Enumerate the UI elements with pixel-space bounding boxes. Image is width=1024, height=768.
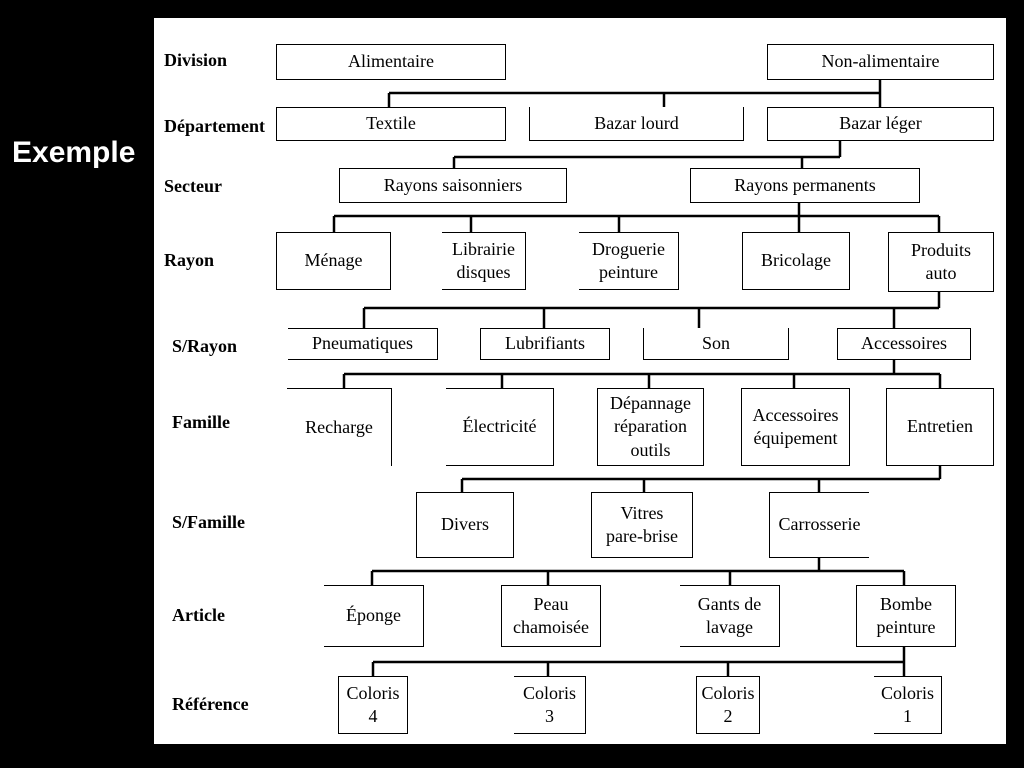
node-famille-recharge: Recharge (287, 388, 392, 466)
node-famille-depannage: Dépannage réparation outils (597, 388, 704, 466)
node-srayon-pneumatiques: Pneumatiques (288, 328, 438, 360)
level-label-srayon: S/Rayon (172, 336, 238, 356)
node-rayon-menage: Ménage (276, 232, 391, 290)
node-article-eponge: Éponge (324, 585, 424, 647)
node-division-alimentaire: Alimentaire (276, 44, 506, 80)
node-rayon-produits-auto: Produits auto (888, 232, 994, 292)
slide-title: Exemple (12, 136, 136, 169)
node-famille-entretien: Entretien (886, 388, 994, 466)
node-secteur-saisonniers: Rayons saisonniers (339, 168, 567, 203)
level-label-article: Article (172, 605, 225, 625)
node-srayon-accessoires: Accessoires (837, 328, 971, 360)
node-departement-textile: Textile (276, 107, 506, 141)
node-departement-bazar-leger: Bazar léger (767, 107, 994, 141)
node-sfamille-carrosserie: Carrosserie (769, 492, 869, 558)
level-label-sfamille: S/Famille (172, 512, 245, 532)
level-label-division: Division (164, 50, 228, 70)
node-famille-electricite: Électricité (446, 388, 554, 466)
node-reference-coloris-3: Coloris 3 (514, 676, 586, 734)
node-rayon-librairie-disques: Librairie disques (442, 232, 526, 290)
node-departement-bazar-lourd: Bazar lourd (529, 107, 744, 141)
node-srayon-lubrifiants: Lubrifiants (480, 328, 610, 360)
node-article-peau-chamoisee: Peau chamoisée (501, 585, 601, 647)
node-srayon-son: Son (643, 328, 789, 360)
hierarchy-diagram: Division Département Secteur Rayon S/Ray… (154, 18, 1006, 744)
node-article-gants-lavage: Gants de lavage (680, 585, 780, 647)
node-rayon-droguerie-peinture: Droguerie peinture (579, 232, 679, 290)
level-label-reference: Référence (172, 694, 249, 714)
node-reference-coloris-2: Coloris 2 (696, 676, 760, 734)
node-reference-coloris-4: Coloris 4 (338, 676, 408, 734)
node-famille-accessoires-equipement: Accessoires équipement (741, 388, 850, 466)
node-article-bombe-peinture: Bombe peinture (856, 585, 956, 647)
node-sfamille-divers: Divers (416, 492, 514, 558)
level-label-rayon: Rayon (164, 250, 215, 270)
level-label-secteur: Secteur (164, 176, 222, 196)
connector-lines (332, 79, 942, 676)
node-rayon-bricolage: Bricolage (742, 232, 850, 290)
node-division-non-alimentaire: Non-alimentaire (767, 44, 994, 80)
level-label-departement: Département (164, 116, 265, 136)
node-sfamille-vitres: Vitres pare-brise (591, 492, 693, 558)
node-secteur-permanents: Rayons permanents (690, 168, 920, 203)
level-label-famille: Famille (172, 412, 230, 432)
node-reference-coloris-1: Coloris 1 (874, 676, 942, 734)
